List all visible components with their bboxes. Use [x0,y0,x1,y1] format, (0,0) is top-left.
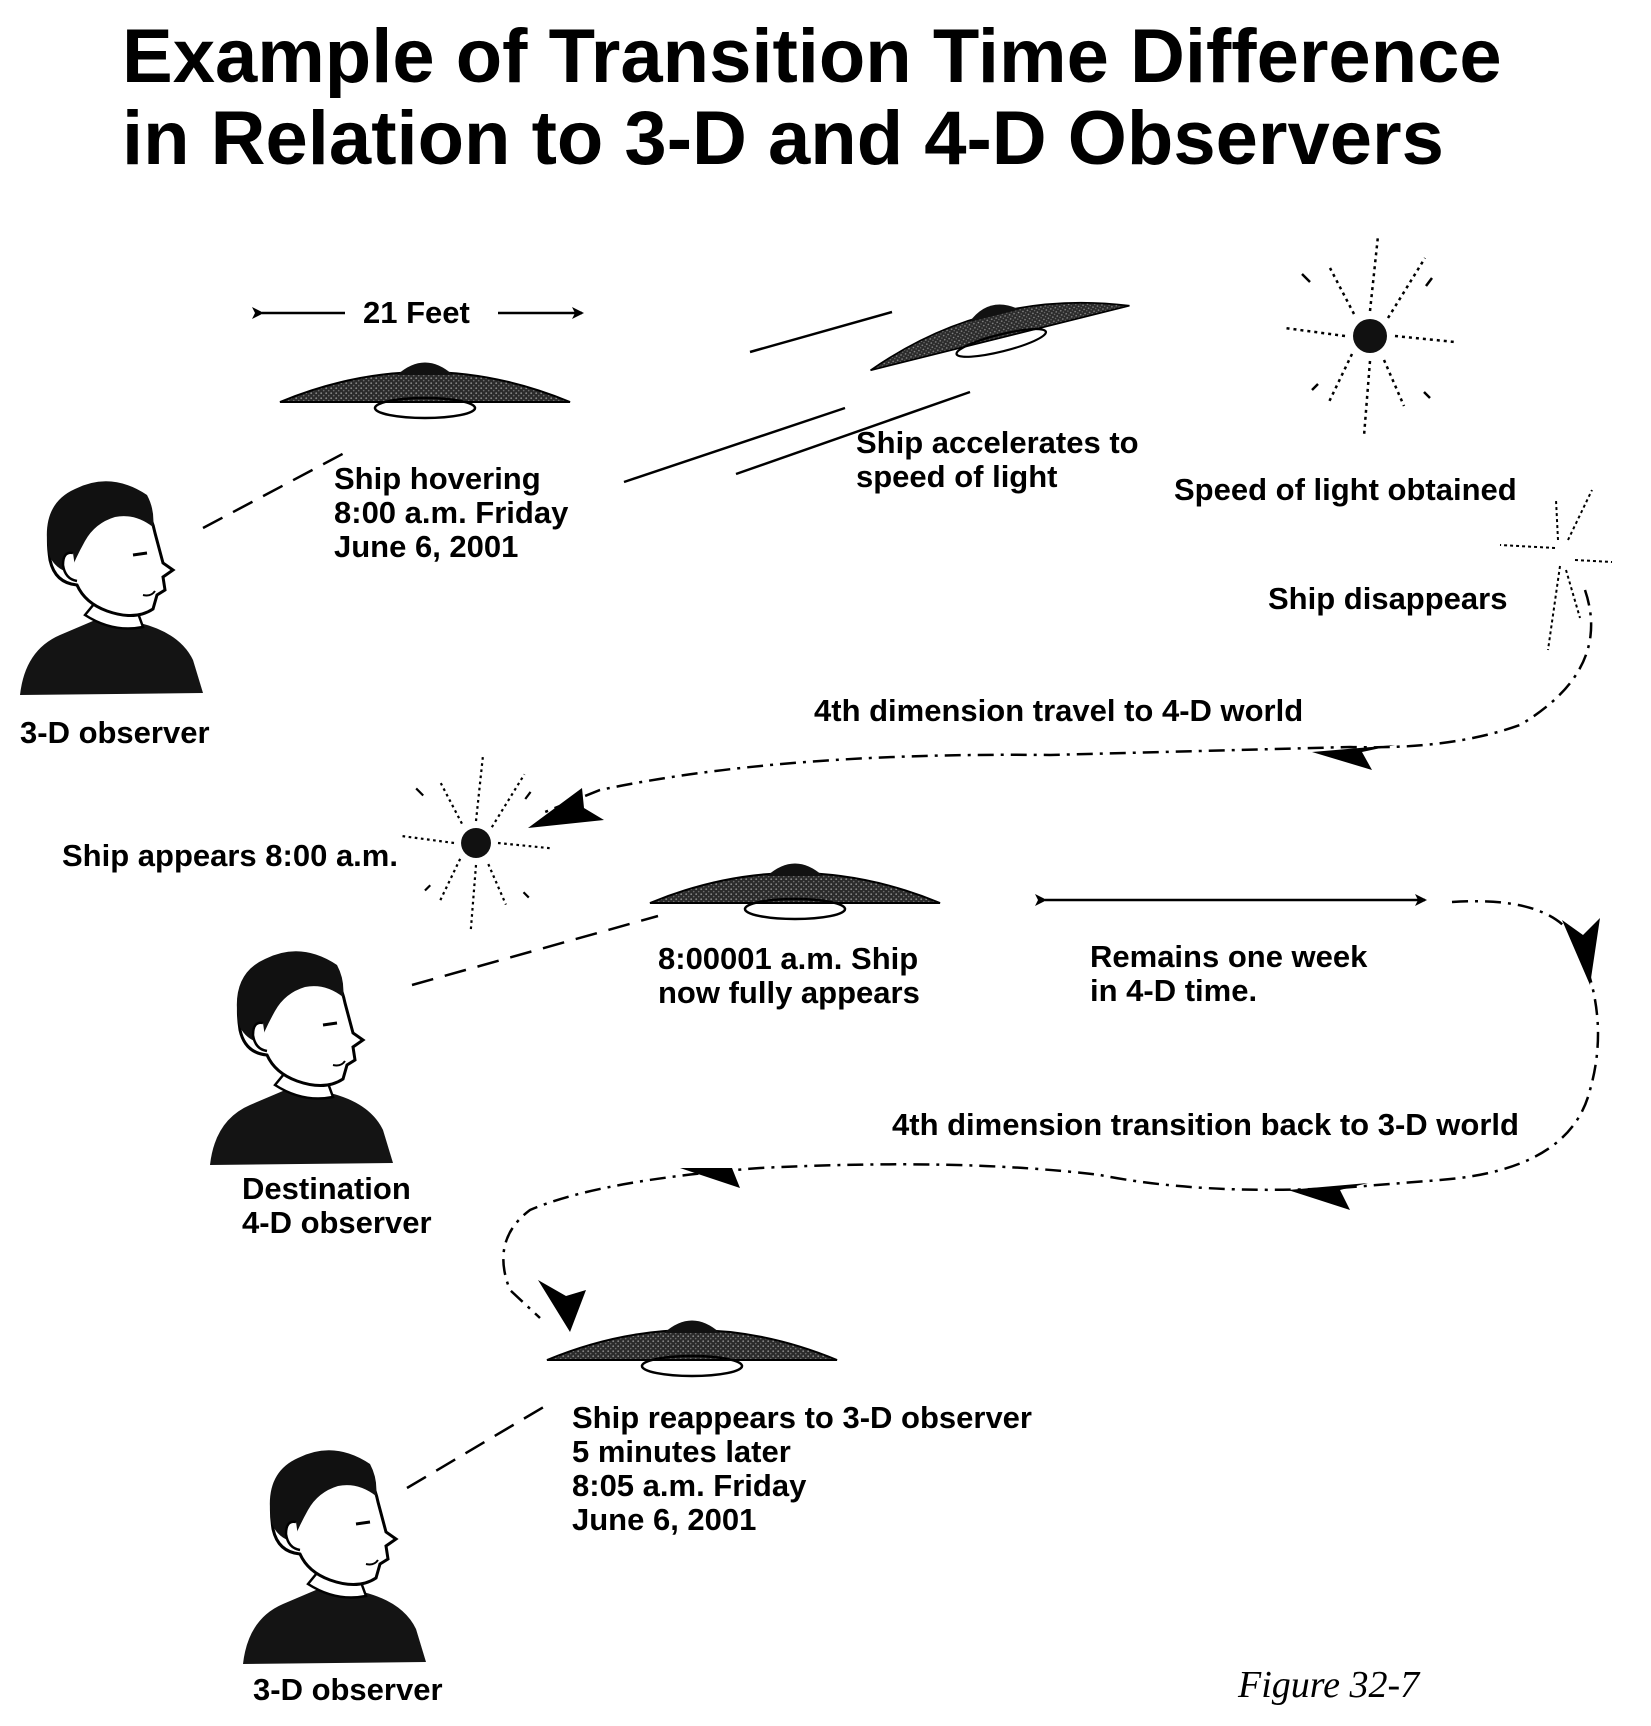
accelerate-label-line-2: speed of light [856,459,1058,494]
title-line-1: Example of Transition Time Difference [122,14,1502,99]
return-path [502,900,1600,1319]
dimension-label: 21 Feet [363,295,470,330]
transition-back-label: 4th dimension transition back to 3-D wor… [892,1107,1519,1142]
travel-arrow-icon [1312,745,1395,770]
sight-lines [202,448,659,1490]
hover-label-line-2: 8:00 a.m. Friday [334,495,569,530]
transition-arrow-icon [1288,1183,1368,1210]
ship-fully-appears-icon [648,862,942,921]
accelerate-label-line-1: Ship accelerates to [856,425,1139,460]
observer-middle-icon [208,949,395,1167]
reappears-line-2: 5 minutes later [572,1434,791,1469]
reappears-line-1: Ship reappears to 3-D observer [572,1400,1032,1435]
hover-label-line-1: Ship hovering [334,461,541,496]
reappear-arrow-icon [538,1280,586,1332]
title-line-2: in Relation to 3-D and 4-D Observers [122,96,1444,181]
observer-middle-label-line-2: 4-D observer [242,1205,432,1240]
fully-appears-line-1: 8:00001 a.m. Ship [658,941,918,976]
width-dimension: 21 Feet [252,295,584,330]
speed-lines [623,310,971,484]
ship-appears-burst-icon [400,753,552,933]
ship-disappears-label: Ship disappears [1268,581,1507,616]
remains-line-2: in 4-D time. [1090,973,1257,1008]
reappears-line-4: June 6, 2001 [572,1502,756,1537]
remains-line-1: Remains one week [1090,939,1368,974]
ship-accelerating-icon [861,272,1134,385]
light-obtained-label: Speed of light obtained [1174,472,1517,507]
ship-disappears-burst-icon [1499,489,1613,651]
hover-label-line-3: June 6, 2001 [334,529,518,564]
return-arrow-icon [680,1168,756,1188]
ship-reappears-icon [545,1319,839,1378]
travel-4d-label: 4th dimension travel to 4-D world [814,693,1303,728]
appear-arrow-icon [528,788,604,828]
observer-bottom-label: 3-D observer [253,1672,443,1707]
observer-top-label: 3-D observer [20,715,210,750]
ship-hovering-icon [278,361,572,420]
loop-arrow-icon [1562,918,1600,985]
observer-middle-label-line-1: Destination [242,1171,411,1206]
fully-appears-line-2: now fully appears [658,975,920,1010]
light-speed-burst-icon [1283,234,1457,438]
observer-bottom-icon [241,1448,428,1666]
observer-top-icon [18,479,205,697]
ship-appears-label: Ship appears 8:00 a.m. [62,838,398,873]
figure-label: Figure 32-7 [1237,1664,1421,1706]
reappears-line-3: 8:05 a.m. Friday [572,1468,807,1503]
